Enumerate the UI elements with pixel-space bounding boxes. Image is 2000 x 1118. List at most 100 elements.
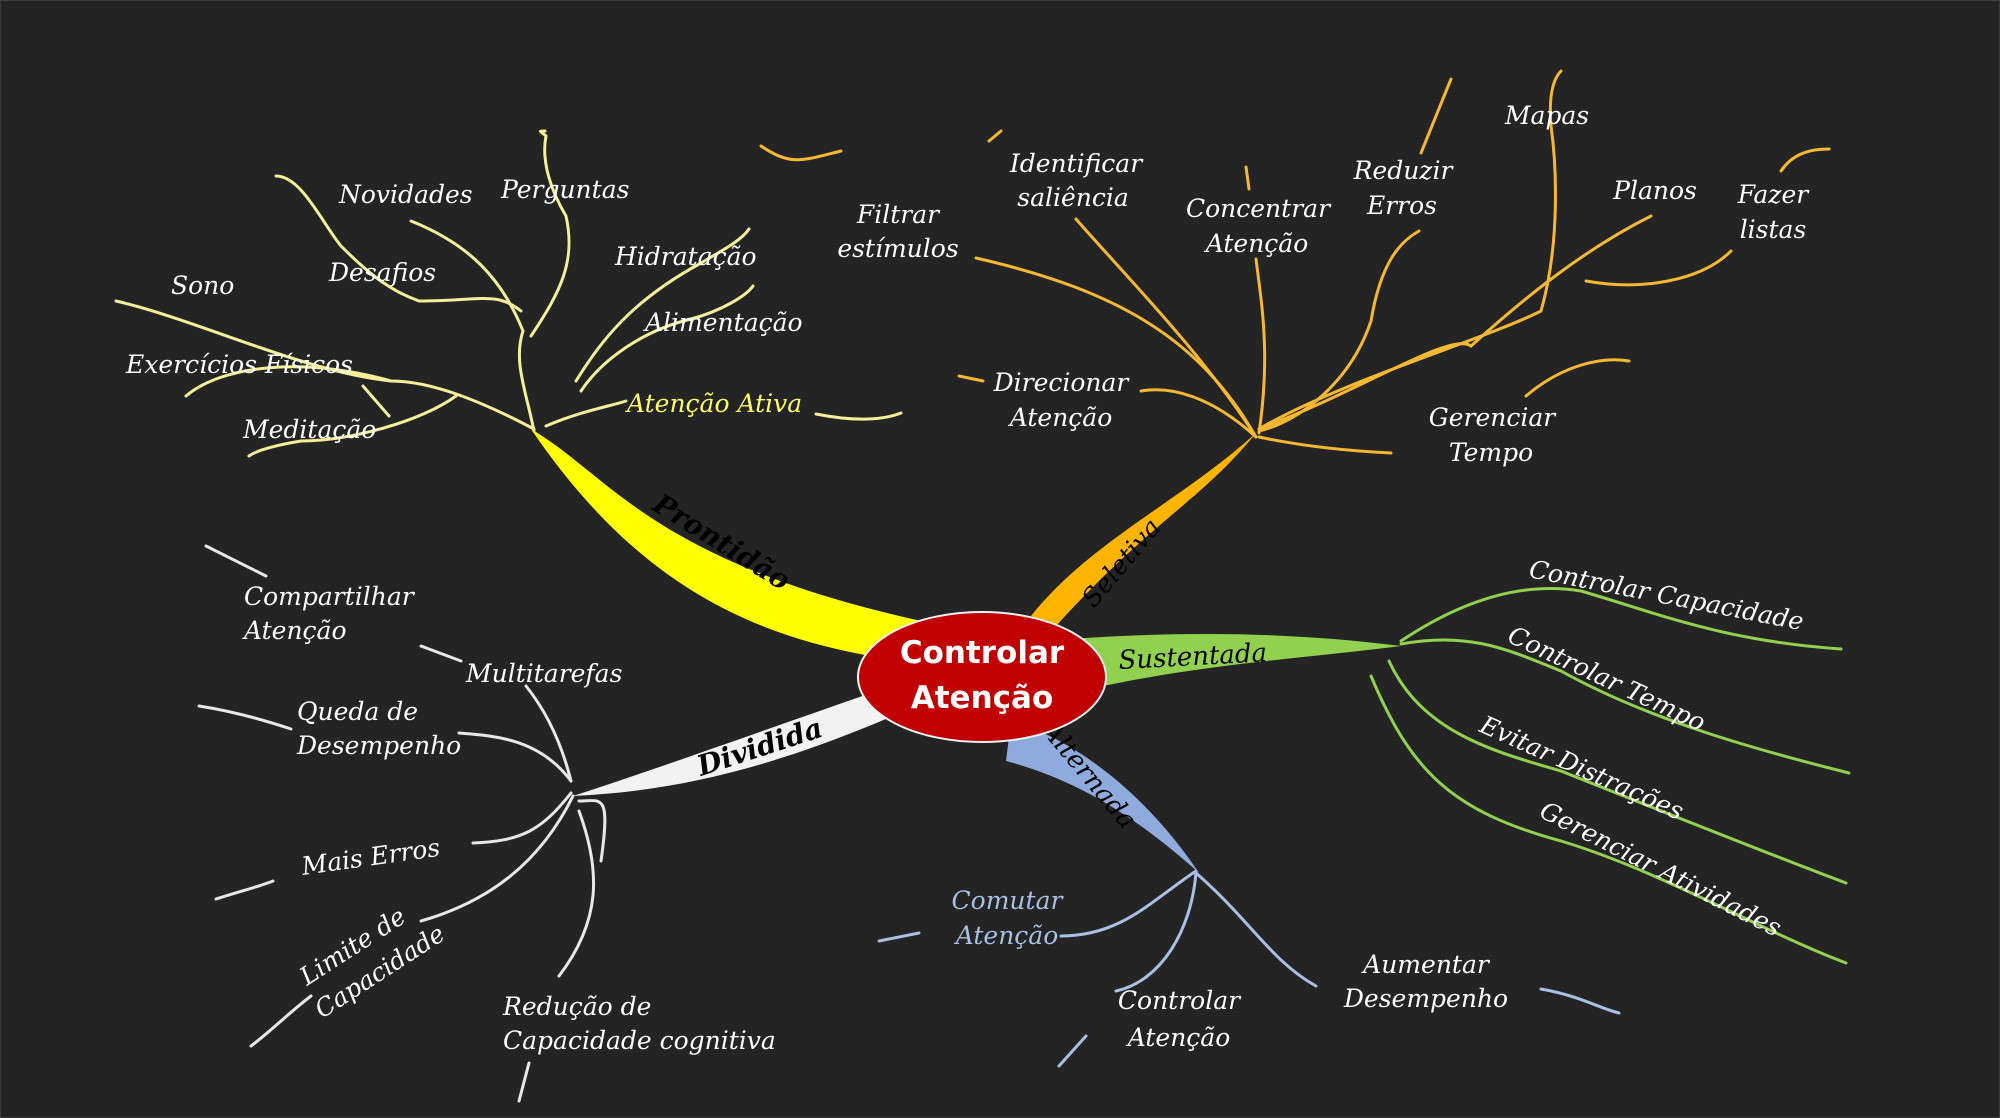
identificar-tick bbox=[987, 129, 1003, 143]
perguntas-connector bbox=[529, 129, 571, 338]
meditacao-label: Meditação bbox=[242, 415, 376, 444]
controlar-atencao-label-line2: Atenção bbox=[1126, 1023, 1231, 1052]
sustentada-branch bbox=[1041, 634, 1401, 701]
reduzir-label-line2: Erros bbox=[1366, 191, 1437, 220]
controlar-tempo-label: Controlar Tempo bbox=[1503, 620, 1710, 737]
multitarefas-connector bbox=[524, 684, 573, 783]
sono-label: Sono bbox=[171, 271, 234, 300]
reduzir-connector bbox=[1257, 229, 1421, 433]
queda-label-line2: Desempenho bbox=[296, 731, 461, 760]
fazer-listas-label-line1: Fazer bbox=[1737, 180, 1811, 209]
controlar-atencao-label-line1: Controlar bbox=[1118, 986, 1242, 1015]
meditacao-connector bbox=[247, 394, 458, 458]
comutar-tick bbox=[877, 931, 921, 943]
novidades-label: Novidades bbox=[338, 180, 473, 209]
reduzir-tick bbox=[1419, 77, 1453, 155]
direcionar-label-line2: Atenção bbox=[1008, 403, 1113, 432]
dividida-branch bbox=[573, 681, 916, 796]
exercicios-label: Exercícios Físicos bbox=[125, 350, 353, 379]
multitarefas-label: Multitarefas bbox=[465, 659, 622, 688]
aumentar-tick bbox=[1539, 987, 1621, 1015]
prontidao-subtree bbox=[114, 129, 903, 458]
alternada-subtree bbox=[877, 869, 1621, 1068]
center-node[interactable] bbox=[857, 611, 1107, 743]
queda-tick bbox=[197, 704, 293, 731]
fazer-listas-label-line2: listas bbox=[1740, 215, 1807, 244]
identificar-connector bbox=[1074, 217, 1258, 439]
sustentada-subtree bbox=[1369, 587, 1851, 965]
controlar-capacidade-label: Controlar Capacidade bbox=[1527, 554, 1806, 636]
gerenciar-tempo-connector bbox=[1257, 435, 1393, 455]
aumentar-label-line1: Aumentar bbox=[1361, 950, 1491, 979]
identificar-label-line1: Identificar bbox=[1009, 149, 1144, 178]
desafios-connector bbox=[274, 174, 523, 313]
evitar-distracoes-connector bbox=[1387, 659, 1848, 885]
center-label-line2: Atenção bbox=[911, 680, 1054, 716]
concentrar-label-line1: Concentrar bbox=[1186, 194, 1332, 223]
hidratacao-label: Hidratação bbox=[614, 242, 757, 271]
alimentacao-connector bbox=[579, 284, 755, 393]
reducao-secondary bbox=[577, 799, 607, 863]
fazer-listas-connector bbox=[1584, 249, 1733, 287]
reducao-tick bbox=[517, 1061, 531, 1103]
aumentar-connector bbox=[1194, 871, 1318, 988]
direcionar-label-line1: Direcionar bbox=[993, 368, 1131, 397]
compartilhar-tick bbox=[204, 544, 268, 578]
planos-label: Planos bbox=[1612, 176, 1697, 205]
seletiva-subtree bbox=[759, 69, 1831, 455]
exercicios-connector bbox=[184, 365, 393, 398]
seletiva-branch bbox=[1031, 433, 1256, 626]
comutar-label-line1: Comutar bbox=[952, 886, 1065, 915]
queda-label-line1: Queda de bbox=[297, 697, 418, 726]
desafios-label: Desafios bbox=[328, 258, 436, 287]
concentrar-connector bbox=[1254, 257, 1267, 435]
planos-connector bbox=[1257, 214, 1653, 431]
atencao-ativa-connector bbox=[544, 399, 628, 428]
reduzir-label-line1: Reduzir bbox=[1353, 156, 1455, 185]
gerenciar-tempo-tick bbox=[1524, 358, 1631, 398]
comutar-label-line2: Atenção bbox=[954, 921, 1059, 950]
gerenciar-atividades-connector bbox=[1369, 674, 1848, 965]
controlar-tempo-connector bbox=[1399, 638, 1851, 775]
alimentacao-label: Alimentação bbox=[643, 308, 803, 337]
identificar-label-line2: saliência bbox=[1017, 183, 1129, 212]
gerenciar-tempo-label-line1: Gerenciar bbox=[1429, 403, 1558, 432]
center-label-line1: Controlar bbox=[900, 635, 1065, 671]
controlar-atencao-tick bbox=[1057, 1034, 1088, 1068]
compartilhar-label-line2: Atenção bbox=[242, 616, 347, 645]
reducao-connector bbox=[557, 809, 596, 978]
fazer-listas-tick bbox=[1779, 147, 1831, 173]
limite-tick bbox=[249, 994, 313, 1048]
mapas-label: Mapas bbox=[1504, 101, 1589, 130]
dividida-label: Dividida bbox=[692, 711, 827, 783]
gerenciar-tempo-label-line2: Tempo bbox=[1449, 438, 1533, 467]
limite-connector bbox=[419, 794, 575, 923]
prontidao-branch bbox=[531, 429, 921, 661]
reducao-label-line2: Capacidade cognitiva bbox=[503, 1026, 776, 1055]
controlar-capacidade-connector bbox=[1399, 587, 1843, 651]
novidades-connector bbox=[409, 219, 536, 433]
dividida-subtree bbox=[197, 544, 607, 1103]
aumentar-label-line2: Desempenho bbox=[1343, 984, 1508, 1013]
multitarefas-tick bbox=[419, 644, 463, 663]
controlar-atencao-connector bbox=[1114, 871, 1198, 993]
mais-erros-tick bbox=[214, 879, 275, 901]
filtrar-label-line1: Filtrar bbox=[856, 200, 941, 229]
atencao-ativa-underline bbox=[814, 411, 903, 421]
reducao-label-line1: Redução de bbox=[502, 992, 651, 1021]
atencao-ativa-label: Atenção Ativa bbox=[625, 389, 802, 418]
hidratacao-connector bbox=[574, 227, 751, 383]
filtrar-tick bbox=[759, 144, 843, 162]
filtrar-label-line2: estímulos bbox=[837, 234, 958, 263]
perguntas-label: Perguntas bbox=[500, 175, 629, 204]
mais-erros-connector bbox=[471, 791, 573, 845]
direcionar-tick bbox=[957, 374, 985, 383]
alternada-branch bbox=[1006, 721, 1199, 873]
comutar-connector bbox=[1059, 869, 1198, 938]
queda-connector bbox=[457, 731, 573, 783]
direcionar-connector bbox=[1139, 388, 1258, 439]
concentrar-label-line2: Atenção bbox=[1204, 229, 1309, 258]
sustentada-label: Sustentada bbox=[1118, 638, 1268, 676]
